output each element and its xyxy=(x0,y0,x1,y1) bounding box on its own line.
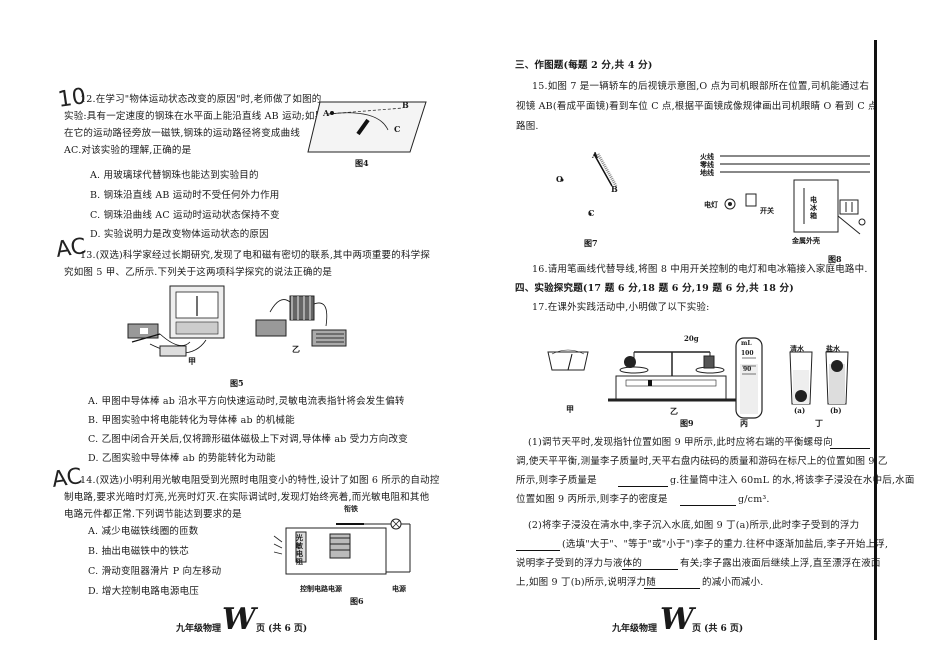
left-footer-logo: W xyxy=(222,602,256,637)
q14-option-c: C. 滑动变阻器滑片 P 向左移动 xyxy=(88,566,222,577)
section-4-heading: 四、实验探究题(17 题 6 分,18 题 6 分,19 题 6 分,共 18 … xyxy=(515,283,794,294)
right-footer-pages: 页 (共 6 页) xyxy=(692,624,744,634)
fig4-label-b: B xyxy=(402,100,409,110)
q13-line-1: 13.(双选)科学家经过长期研究,发现了电和磁有密切的联系,其中两项重要的科学探 xyxy=(80,250,431,261)
q15-line-2: 视镜 AB(看成平面镜)看到车位 C 点,根据平面镜成像规律画出司机眼睛 O 看… xyxy=(516,101,878,112)
fig9-label-salt-water: 盐水 xyxy=(826,344,840,353)
q14-line-3: 电路元件都正常.下列调节能达到要求的是 xyxy=(64,509,242,520)
q12-line-1: 12.在学习"物体运动状态改变的原因"时,老师做了如图的 xyxy=(80,94,322,105)
q12-line-4: AC.对该实验的理解,正确的是 xyxy=(64,145,192,156)
q17-blank-1[interactable] xyxy=(830,448,870,449)
q17-blank-3[interactable] xyxy=(680,505,736,506)
fig6-label-armature: 衔铁 xyxy=(344,504,358,513)
figure-9 xyxy=(547,337,849,419)
q14-line-1: 14.(双选)小明利用光敏电阻受到光照时电阻变小的特性,设计了如图 6 所示的自… xyxy=(80,475,440,486)
fig9-label-jia: 甲 xyxy=(566,404,574,414)
fig9-label-b: (b) xyxy=(830,406,842,415)
fig9-label-yi: 乙 xyxy=(670,406,678,416)
q17-blank-6[interactable] xyxy=(644,588,700,589)
q13-option-a: A. 甲图中导体棒 ab 沿水平方向快速运动时,灵敏电流表指针将会发生偏转 xyxy=(88,396,405,407)
fig8-label-lamp: 电灯 xyxy=(704,200,718,209)
fig9-label-90: 90 xyxy=(743,366,752,373)
fig4-label-a: A xyxy=(323,108,330,118)
fig9-label-20g: 20g xyxy=(684,334,699,343)
fig9-label-bing: 丙 xyxy=(740,418,748,428)
q17-p2-line-1: (2)将李子浸没在清水中,李子沉入水底,如图 9 丁(a)所示,此时李子受到的浮… xyxy=(528,520,860,531)
fig6-label-power: 电源 xyxy=(392,584,406,593)
q17-p1-line-1: (1)调节天平时,发现指针位置如图 9 甲所示,此时应将右端的平衡螺母向 xyxy=(528,437,833,448)
q15-line-1: 15.如图 7 是一辆轿车的后视镜示意图,O 点为司机眼部所在位置,司机能通过右 xyxy=(532,81,870,92)
handwritten-mark-q14: AC xyxy=(50,464,84,493)
q14-option-b: B. 抽出电磁铁中的铁芯 xyxy=(88,546,189,557)
q12-option-a: A. 用玻璃球代替钢珠也能达到实验目的 xyxy=(90,170,259,181)
fig5-label-yi: 乙 xyxy=(292,344,300,354)
figure-5 xyxy=(127,285,347,357)
figure-6 xyxy=(273,518,411,575)
fig7-label-b: B xyxy=(611,184,618,194)
q12-option-c: C. 钢珠沿曲线 AC 运动时运动状态保持不变 xyxy=(90,210,280,221)
q13-option-b: B. 甲图实验中将电能转化为导体棒 ab 的机械能 xyxy=(88,415,295,426)
q17-blank-2[interactable] xyxy=(618,486,668,487)
q14-option-a: A. 减少电磁铁线圈的匝数 xyxy=(88,526,199,537)
q17-p1-line-4b: g/cm³. xyxy=(738,494,770,505)
q12-line-3: 在它的运动路径旁放一磁铁,钢珠的运动路径将变成曲线 xyxy=(64,128,301,139)
figure-7 xyxy=(560,153,618,216)
fig4-label-c: C xyxy=(394,124,401,134)
section-3-heading: 三、作图题(每题 2 分,共 4 分) xyxy=(515,60,653,71)
fig7-caption: 图7 xyxy=(584,238,598,248)
fig6-caption: 图6 xyxy=(350,596,364,606)
fig8-label-fridge: 电冰箱 xyxy=(810,195,817,220)
q15-line-3: 路图. xyxy=(516,121,539,132)
fig9-label-a: (a) xyxy=(794,406,806,415)
q17-blank-5[interactable] xyxy=(622,569,678,570)
q17-p2-line-4b: 的减小而减小. xyxy=(702,577,764,588)
q17-p2-line-3a: 说明李子受到的浮力与液体的 xyxy=(516,558,643,569)
figure-4 xyxy=(307,101,427,153)
fig8-label-live: 火线 xyxy=(700,152,714,161)
fig8-caption: 图8 xyxy=(828,254,842,264)
fig7-label-o: O xyxy=(556,174,563,184)
q13-option-d: D. 乙图实验中导体棒 ab 的势能转化为动能 xyxy=(88,453,276,464)
left-footer-pages: 页 (共 6 页) xyxy=(256,624,308,634)
fig4-caption: 图4 xyxy=(355,158,369,168)
fig9-label-ding: 丁 xyxy=(815,418,823,428)
q17-p1-line-3a: 所示,则李子质量是 xyxy=(516,475,597,486)
q12-option-b: B. 钢珠沿直线 AB 运动时不受任何外力作用 xyxy=(90,190,280,201)
fig8-label-neutral: 零线 xyxy=(700,160,714,169)
right-footer-subject: 九年级物理 xyxy=(612,624,658,634)
q17-p2-line-3b: 有关;李子露出液面后继续上浮,直至漂浮在液面 xyxy=(680,558,881,569)
left-footer-subject: 九年级物理 xyxy=(176,624,222,634)
q13-line-2: 究如图 5 甲、乙所示.下列关于这两项科学探究的说法正确的是 xyxy=(64,267,333,278)
q14-line-2: 制电路,要求光暗时灯亮,光亮时灯灭.在实际调试时,发现灯始终亮着,而光敏电阻和其… xyxy=(64,492,430,503)
q13-option-c: C. 乙图中闭合开关后,仅将蹄形磁体磁极上下对调,导体棒 ab 受力方向改变 xyxy=(88,434,408,445)
q17-intro: 17.在课外实践活动中,小明做了以下实验: xyxy=(532,302,710,313)
fig5-caption: 图5 xyxy=(230,378,244,388)
fig8-label-switch: 开关 xyxy=(760,206,774,215)
fig5-label-jia: 甲 xyxy=(188,356,196,366)
fig9-label-fresh-water: 清水 xyxy=(790,344,804,353)
q17-p1-line-4a: 位置如图 9 丙所示,则李子的密度是 xyxy=(516,494,668,505)
q17-p1-line-2: 调,使天平平衡,测量李子质量时,天平右盘内砝码的质量和游码在标尺上的位置如图 9… xyxy=(516,456,888,467)
q17-p2-line-4a: 上,如图 9 丁(b)所示,说明浮力随 xyxy=(516,577,656,588)
q17-p1-line-3b: g.往量筒中注入 60mL 的水,将该李子浸没在水中后,水面 xyxy=(670,475,915,486)
fig6-label-control-power: 控制电路电源 xyxy=(300,584,342,593)
fig9-label-ml: mL xyxy=(741,340,752,347)
fig8-label-earth: 地线 xyxy=(700,168,714,177)
figure-8 xyxy=(720,155,870,235)
fig7-label-c: C xyxy=(588,208,595,218)
q16-text: 16.请用笔画线代替导线,将图 8 中用开关控制的电灯和电冰箱接入家庭电路中. xyxy=(532,264,868,275)
page-edge-line xyxy=(874,40,877,640)
q14-option-d: D. 增大控制电路电源电压 xyxy=(88,586,199,597)
fig7-label-a: A xyxy=(592,150,599,160)
fig6-label-photoresistor: 光敏电阻 xyxy=(296,533,303,566)
q17-p2-line-2: (选填"大于"、"等于"或"小于")李子的重力.往杯中逐渐加盐后,李子开始上浮, xyxy=(562,539,889,550)
q12-line-2: 实验:具有一定速度的钢珠在水平面上能沿直线 AB 运动;如果 xyxy=(64,111,325,122)
q12-option-d: D. 实验说明力是改变物体运动状态的原因 xyxy=(90,229,269,240)
q17-blank-4[interactable] xyxy=(516,550,560,551)
fig9-caption: 图9 xyxy=(680,418,694,428)
fig9-label-100: 100 xyxy=(741,350,754,357)
fig8-label-metal-case: 金属外壳 xyxy=(792,236,820,245)
right-footer-logo: W xyxy=(660,602,694,637)
